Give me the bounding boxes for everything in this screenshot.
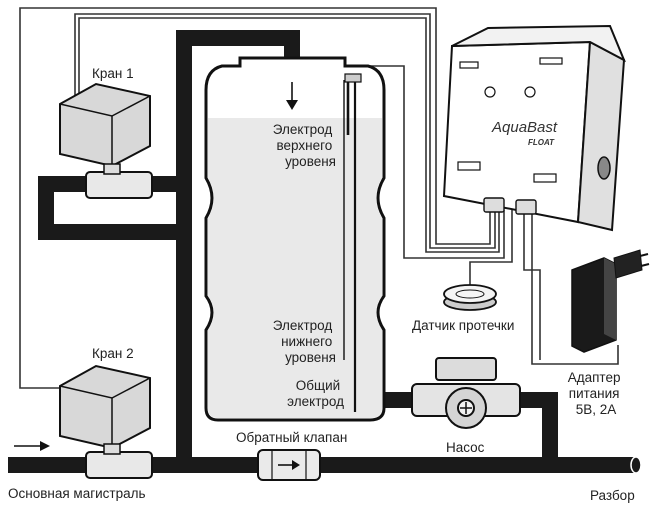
label-electrode-lower: Электрод нижнего уровеня	[273, 318, 336, 365]
label-adapter: Адаптер питания 5В, 2А	[568, 370, 625, 417]
inflow-arrow-head	[40, 441, 50, 451]
label-electrode-common: Общий электрод	[287, 378, 344, 409]
wire-valve2	[19, 7, 491, 389]
inlet-arrow-head	[286, 100, 298, 110]
outlet-end	[630, 456, 642, 474]
label-electrode-upper: Электрод верхнего уровеня	[273, 122, 336, 169]
pump	[411, 357, 521, 429]
label-leak-sensor: Датчик протечки	[412, 318, 514, 333]
label-outlet: Разбор	[590, 488, 635, 503]
valve-1	[59, 82, 153, 199]
check-valve	[257, 449, 321, 481]
indicator-2-icon	[524, 86, 536, 98]
wire-adapter	[531, 210, 619, 365]
water-tank	[204, 56, 386, 422]
controller-model: FLOAT	[528, 138, 555, 147]
controller-top	[451, 24, 626, 63]
wire-pump	[523, 210, 541, 360]
label-pump: Насос	[446, 440, 485, 455]
valve-2	[59, 364, 153, 479]
bypass-pipe	[38, 176, 184, 240]
pump-out-pipe	[520, 392, 558, 465]
valve2-actuator	[59, 364, 151, 450]
label-check-valve: Обратный клапан	[236, 430, 347, 445]
indicator-1-icon	[484, 86, 496, 98]
electrode-cap	[344, 73, 362, 83]
leak-sensor	[443, 284, 497, 311]
tank-water	[208, 118, 382, 418]
valve1-actuator	[59, 82, 151, 168]
wire-leak-sensor	[469, 210, 513, 290]
valve1-body	[85, 171, 153, 199]
label-valve2: Кран 2	[92, 346, 134, 361]
label-main-line: Основная магистраль	[8, 486, 146, 501]
controller-brand: AquaBast	[491, 119, 558, 136]
valve2-body	[85, 451, 153, 479]
label-valve1: Кран 1	[92, 66, 134, 81]
controller-box	[442, 24, 626, 232]
power-adapter	[571, 249, 650, 353]
